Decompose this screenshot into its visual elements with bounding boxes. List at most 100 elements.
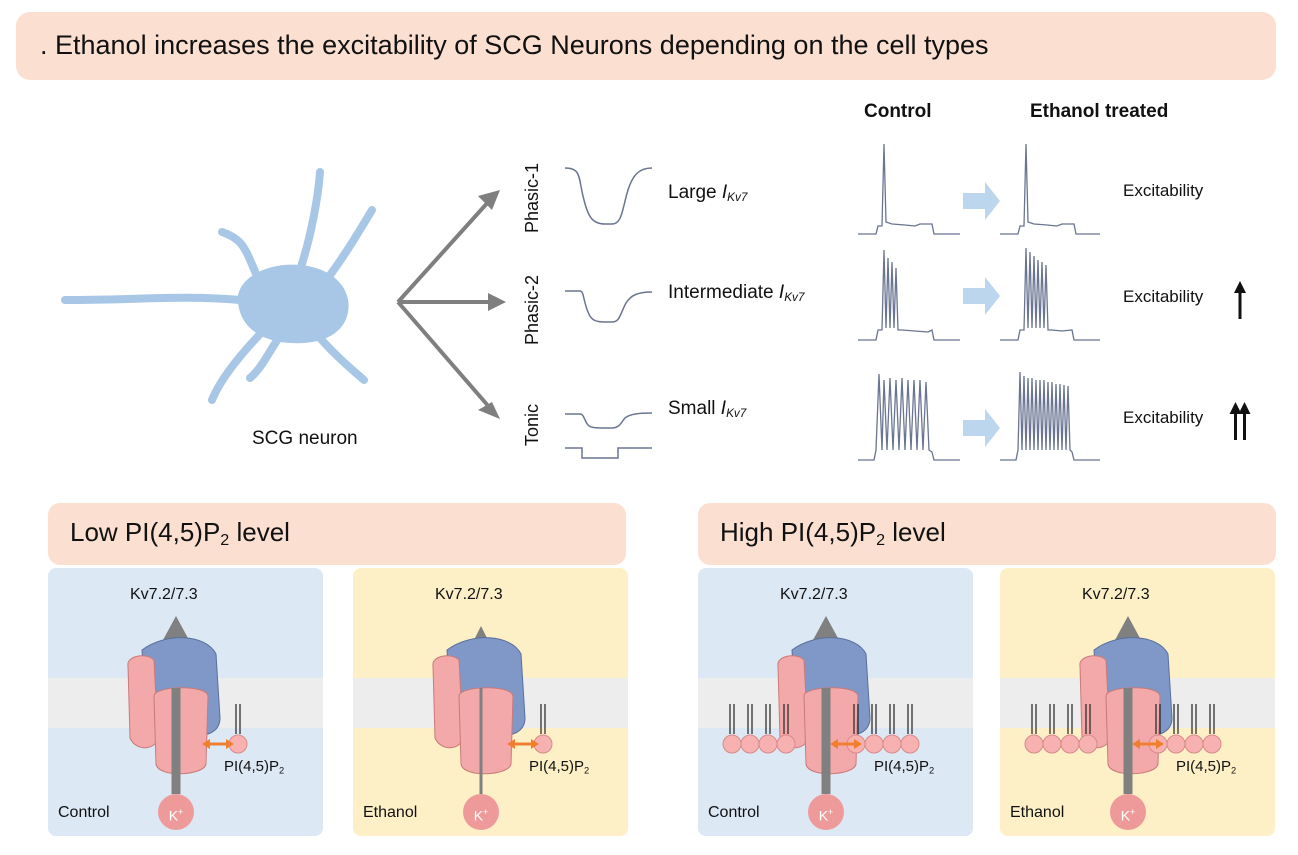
trace-large-current (564, 167, 653, 225)
up-arrow-head (1229, 402, 1242, 414)
neuron-dendrite (326, 206, 376, 279)
channel-label: Kv7.2/7.3 (435, 586, 503, 603)
permeation-arrow-head (475, 626, 487, 638)
pip2-headgroup (1078, 734, 1098, 754)
arrowhead (478, 402, 500, 419)
section-banner-high (698, 503, 1276, 565)
pip2-label: PI(4,5)P2 (224, 758, 284, 775)
pip2-text: PI(4,5)P (224, 758, 280, 775)
permeation-arrow-head (1115, 616, 1141, 640)
current-symbol: I (721, 182, 728, 203)
trace-small-current (565, 412, 653, 429)
trace-phasic-1-ethanol (1000, 143, 1100, 235)
neuron-dendrite (218, 228, 262, 282)
trace-intermediate-current (565, 290, 653, 323)
permeation-arrow-head (813, 616, 839, 640)
section-title-prefix: Low PI(4,5)P (70, 517, 221, 547)
condition-label: Ethanol (1010, 804, 1065, 821)
interaction-arrowhead (830, 739, 838, 749)
potassium-ion: K+ (463, 794, 499, 830)
pip2-headgroup (1166, 734, 1186, 754)
interaction-arrowhead (854, 739, 862, 749)
neuron-dendrite (316, 334, 368, 384)
current-prefix: Intermediate (668, 282, 779, 303)
kv7-channel-drawing (432, 626, 553, 794)
kv7-pink-subunit (1105, 687, 1161, 775)
pip2-headgroup (1184, 734, 1204, 754)
current-subscript: Kv7 (726, 406, 747, 420)
trace-phasic-2-control (858, 249, 960, 341)
interaction-arrowhead (226, 739, 234, 749)
kv7-pink-subunit (432, 655, 464, 749)
trace-tonic-control (858, 373, 960, 461)
current-symbol: I (778, 282, 785, 303)
channel-panel-low-control: Kv7.2/7.3 PI(4,5)P2 K+ Control (48, 568, 323, 836)
arrow-to-tonic (396, 300, 492, 410)
neuron-dendrite (208, 328, 266, 404)
treatment-arrow (963, 277, 1000, 315)
pip2-label: PI(4,5)P2 (1176, 758, 1236, 775)
pip2-headgroup (864, 734, 884, 754)
kv7-pink-subunit (777, 655, 809, 749)
channel-label: Kv7.2/7.3 (130, 586, 198, 603)
channel-panel-low-ethanol: Kv7.2/7.3 PI(4,5)P2 K+ Ethanol (353, 568, 628, 836)
pip2-text: PI(4,5)P (529, 758, 585, 775)
pip2-label: PI(4,5)P2 (529, 758, 589, 775)
current-label-large: Large IKv7 (668, 182, 747, 204)
section-title-prefix: High PI(4,5)P (720, 517, 877, 547)
ion-charge: + (1130, 807, 1136, 817)
potassium-ion: K+ (158, 794, 194, 830)
interaction-arrowhead (202, 739, 210, 749)
pip2-headgroup (1024, 734, 1044, 754)
voltage-step-protocol (565, 447, 652, 459)
section-title-high: High PI(4,5)P2 level (720, 517, 946, 550)
section-title-low: Low PI(4,5)P2 level (70, 517, 290, 550)
condition-label: Control (58, 804, 110, 821)
treatment-arrow (963, 182, 1000, 220)
pip2-headgroup (1042, 734, 1062, 754)
pip2-label: PI(4,5)P2 (874, 758, 934, 775)
pip2-headgroup (900, 734, 920, 754)
column-header-control: Control (864, 101, 932, 122)
current-prefix: Large (668, 182, 722, 203)
kv7-pink-subunit (1079, 655, 1111, 749)
channel-label: Kv7.2/7.3 (1082, 586, 1150, 603)
interaction-arrowhead (1156, 739, 1164, 749)
trace-phasic-2-ethanol (1000, 247, 1100, 341)
pip2-subscript: 2 (1231, 765, 1237, 776)
potassium-ion: K+ (1110, 794, 1146, 830)
current-subscript: Kv7 (727, 190, 748, 204)
pip2-headgroup (882, 734, 902, 754)
arrow-to-phasic-1 (396, 198, 492, 304)
trace-tonic-ethanol (1000, 371, 1100, 461)
pip2-headgroup (758, 734, 778, 754)
channel-panel-high-ethanol: Kv7.2/7.3 PI(4,5)P2 K+ Ethanol (1000, 568, 1275, 836)
excitability-label-phasic-1: Excitability (1123, 181, 1204, 200)
trace-phasic-1-control (858, 143, 960, 235)
section-title-suffix: level (229, 517, 290, 547)
ion-charge: + (178, 807, 184, 817)
kv7-channel-drawing (1024, 616, 1222, 794)
section-banner-low (48, 503, 626, 565)
pip2-text: PI(4,5)P (874, 758, 930, 775)
kv7-pink-subunit (153, 687, 209, 775)
kv7-pink-subunit (458, 687, 514, 775)
pip2-headgroup (722, 734, 742, 754)
column-header-ethanol: Ethanol treated (1030, 101, 1169, 122)
ion-charge: + (828, 807, 834, 817)
neuron-dendrite (296, 168, 324, 274)
title-banner (16, 12, 1276, 80)
neuron-label: SCG neuron (252, 428, 358, 449)
section-title-subscript: 2 (220, 531, 230, 550)
condition-label: Control (708, 804, 760, 821)
kv7-pink-subunit (803, 687, 859, 775)
current-label-small: Small IKv7 (668, 398, 746, 420)
pip2-subscript: 2 (584, 765, 590, 776)
neuron-dendrite (61, 293, 244, 304)
current-symbol: I (720, 398, 727, 419)
arrowhead (478, 190, 500, 210)
condition-label: Ethanol (363, 804, 418, 821)
kv7-channel-drawing (722, 616, 920, 794)
